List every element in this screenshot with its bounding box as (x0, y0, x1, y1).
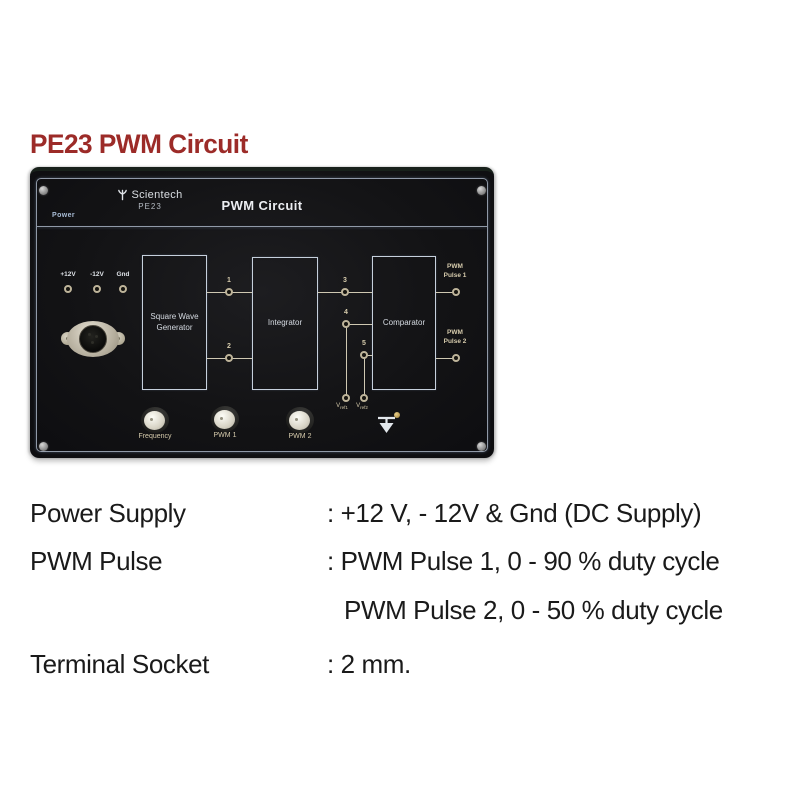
model-number: PE23 (138, 202, 162, 211)
test-point-2 (225, 354, 233, 362)
wire (364, 355, 365, 398)
page-title: PE23 PWM Circuit (30, 129, 248, 159)
panel-header-divider (37, 226, 487, 227)
wire (346, 324, 347, 398)
spec-value: PWM Pulse 2, 0 - 50 % duty cycle (344, 595, 723, 625)
screw-icon (39, 186, 48, 195)
test-point-label-5: 5 (362, 340, 366, 347)
wire (436, 358, 456, 359)
pwm-pulse-2-terminal (452, 354, 460, 362)
ground-symbol-icon (378, 416, 395, 433)
pwm-pulse-1-label: PWM Pulse 1 (443, 263, 467, 279)
knob-pwm2-label: PWM 2 (288, 433, 312, 440)
vref2-label: Vref2 (356, 403, 368, 411)
test-point-label-1: 1 (227, 277, 231, 284)
knob-pwm2 (286, 407, 314, 433)
supply-label-plus12v: +12V (60, 271, 76, 278)
ground-terminal (394, 412, 400, 418)
block-integrator: Integrator (252, 257, 318, 390)
connector-socket (79, 325, 107, 353)
product-photo-panel: Scientech PE23 Power PWM Circuit +12V -1… (30, 167, 494, 458)
test-point-label-3: 3 (343, 277, 347, 284)
knob-frequency-label: Frequency (138, 433, 172, 440)
supply-label-minus12v: -12V (90, 271, 104, 278)
knob-frequency (141, 407, 169, 433)
screw-icon (477, 442, 486, 451)
pwm-pulse-2-label: PWM Pulse 2 (443, 329, 467, 345)
screw-icon (39, 442, 48, 451)
wire (436, 292, 456, 293)
pwm-pulse-1-terminal (452, 288, 460, 296)
test-point-label-4: 4 (344, 309, 348, 316)
wire (364, 355, 372, 356)
din-power-connector (61, 321, 125, 357)
terminal-plus12v (64, 285, 72, 293)
spec-label: PWM Pulse (30, 546, 163, 576)
screw-icon (477, 186, 486, 195)
knob-pwm1 (211, 406, 239, 432)
terminal-minus12v (93, 285, 101, 293)
test-point-4 (342, 320, 350, 328)
spec-value: : +12 V, - 12V & Gnd (DC Supply) (327, 498, 702, 528)
test-point-1 (225, 288, 233, 296)
leaf-icon (118, 189, 128, 201)
wire (346, 324, 372, 325)
spec-label: Power Supply (30, 498, 186, 528)
test-point-3 (341, 288, 349, 296)
terminal-gnd (119, 285, 127, 293)
block-square-wave-generator: Square Wave Generator (142, 255, 207, 390)
test-point-5 (360, 351, 368, 359)
vref2-terminal (360, 394, 368, 402)
block-comparator: Comparator (372, 256, 436, 390)
scientech-logo: Scientech PE23 (85, 189, 215, 211)
brand-name: Scientech (131, 189, 183, 201)
supply-label-gnd: Gnd (116, 271, 130, 278)
spec-label: Terminal Socket (30, 649, 209, 679)
panel-title: PWM Circuit (221, 198, 303, 213)
vref1-terminal (342, 394, 350, 402)
spec-value: : 2 mm. (327, 649, 411, 679)
power-label: Power (52, 212, 76, 219)
knob-pwm1-label: PWM 1 (213, 432, 237, 439)
spec-value: : PWM Pulse 1, 0 - 90 % duty cycle (327, 546, 720, 576)
vref1-label: Vref1 (336, 403, 348, 411)
test-point-label-2: 2 (227, 343, 231, 350)
